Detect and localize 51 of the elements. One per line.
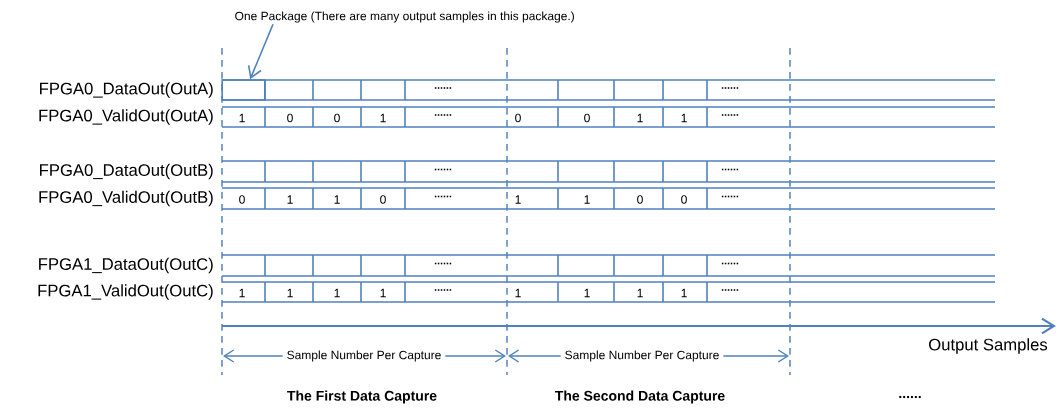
cell-value: 1 [681,113,687,123]
cell-value: 0 [515,113,521,123]
dimension-label: Sample Number Per Capture [282,346,446,366]
ellipsis: ...... [434,262,452,265]
signal-name: FPGA1_ValidOut(OutC) [38,284,213,300]
ellipsis: ...... [434,289,452,291]
ellipsis: ...... [434,195,452,198]
cell-value: 1 [515,288,521,298]
leader-arrow [247,23,274,80]
cell-value: 1 [239,288,245,298]
caption: The First Data Capture [287,390,437,404]
cell-value: 1 [287,288,293,298]
signal-name: FPGA1_DataOut(OutC) [39,257,213,274]
ellipsis: ...... [721,168,739,171]
cell-value: 1 [681,288,687,298]
cell-value: 1 [380,113,386,123]
cell-value: 1 [334,288,340,298]
ellipsis: ...... [721,87,739,89]
callout-text: One Package (There are many output samples in this package.) [235,11,574,23]
ellipsis: ...... [434,168,452,171]
package-cell [221,79,266,101]
cell-value: 0 [637,195,643,204]
signal-name: FPGA0_ValidOut(OutA) [39,109,213,125]
cell-value: 0 [584,113,590,123]
cell-value: 1 [287,195,293,204]
ellipsis: ...... [721,262,739,265]
cell-value: 1 [515,195,521,204]
dimension-label: Sample Number Per Capture [560,346,724,366]
cell-value: 0 [380,195,386,204]
cell-value: 1 [334,195,340,204]
cell-value: 1 [584,288,590,298]
cell-value: 1 [637,113,643,123]
cell-value: 1 [584,195,590,204]
cell-value: 1 [380,288,386,298]
signal-name: FPGA0_ValidOut(OutB) [39,190,213,207]
cell-value: 1 [637,288,643,298]
cell-value: 0 [239,195,245,204]
signal-name: FPGA0_DataOut(OutB) [40,163,213,180]
cell-value: 0 [681,195,687,204]
ellipsis: ...... [721,114,739,116]
ellipsis: ...... [434,114,452,116]
ellipsis: ...... [434,87,452,89]
signal-name: FPGA0_DataOut(OutA) [40,82,213,98]
axis-label: Output Samples [929,338,1048,354]
caption: ...... [899,395,921,399]
caption: The Second Data Capture [555,390,725,404]
cell-value: 0 [334,113,340,123]
ellipsis: ...... [721,195,739,198]
cell-value: 0 [287,113,293,123]
cell-value: 1 [239,113,245,123]
ellipsis: ...... [721,289,739,291]
